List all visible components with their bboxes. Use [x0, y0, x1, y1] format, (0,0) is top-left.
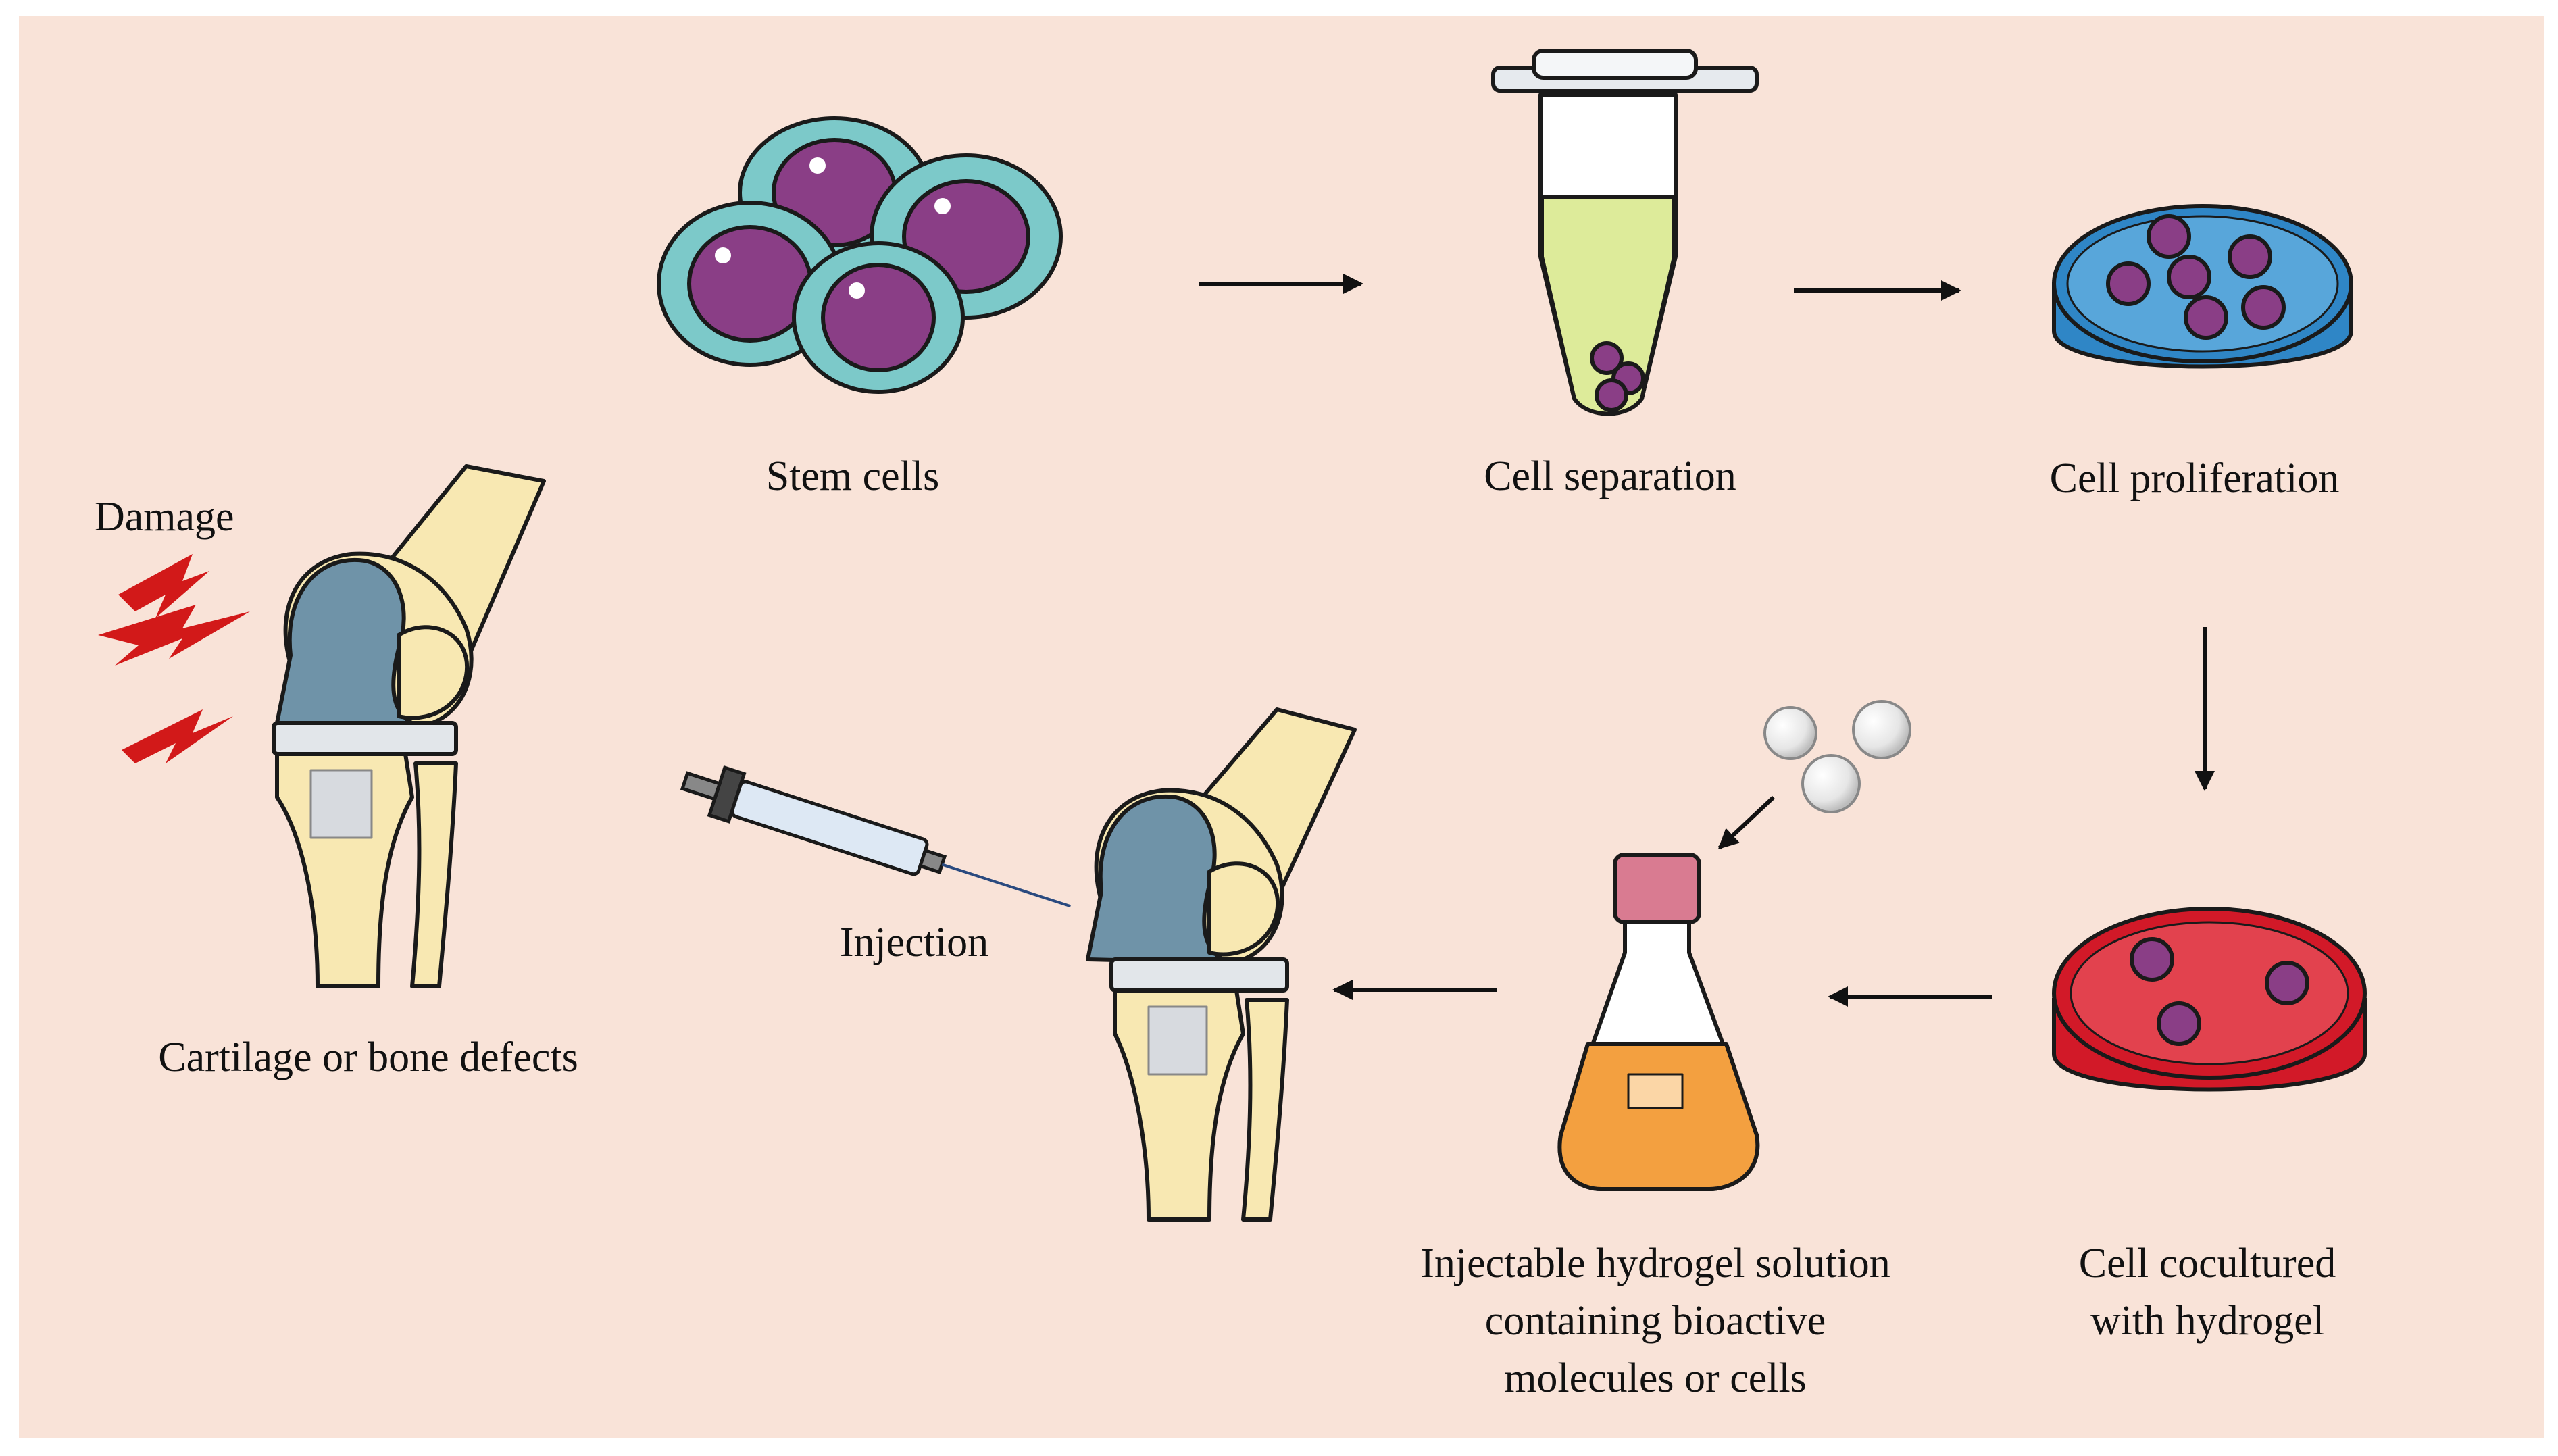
cell-highlights — [715, 157, 951, 299]
blue-petri-dish-illustration — [2052, 204, 2353, 369]
label-cocultured-line-2: with hydrogel — [2090, 1298, 2324, 1344]
label-injectable-line-3: molecules or cells — [1504, 1355, 1807, 1401]
bioactive-bead-icons — [1763, 700, 1911, 813]
label-stem-cells: Stem cells — [766, 453, 940, 499]
label-injectable-line-2: containing bioactive — [1485, 1298, 1826, 1344]
label-damage: Damage — [95, 494, 234, 540]
label-cell-separation: Cell separation — [1484, 453, 1736, 499]
label-defects: Cartilage or bone defects — [158, 1034, 578, 1080]
flow-arrows — [1199, 274, 2215, 1007]
syringe-illustration — [680, 765, 1072, 908]
damage-lightning-icons — [98, 554, 250, 763]
knee-treated-illustration — [1086, 707, 1357, 1222]
label-injectable-line-1: Injectable hydrogel solution — [1420, 1240, 1890, 1286]
red-petri-dish-illustration — [2052, 907, 2367, 1092]
flask-illustration — [1557, 853, 1760, 1191]
stem-cells-illustration — [657, 116, 1063, 394]
centrifuge-tube-illustration — [1491, 49, 1759, 416]
arrow-beads-to-flask — [1717, 795, 1776, 850]
label-cell-proliferation: Cell proliferation — [2050, 455, 2340, 501]
knee-damaged-illustration — [272, 464, 546, 988]
label-injection: Injection — [840, 920, 988, 965]
label-cocultured-line-1: Cell cocultured — [2079, 1240, 2336, 1286]
